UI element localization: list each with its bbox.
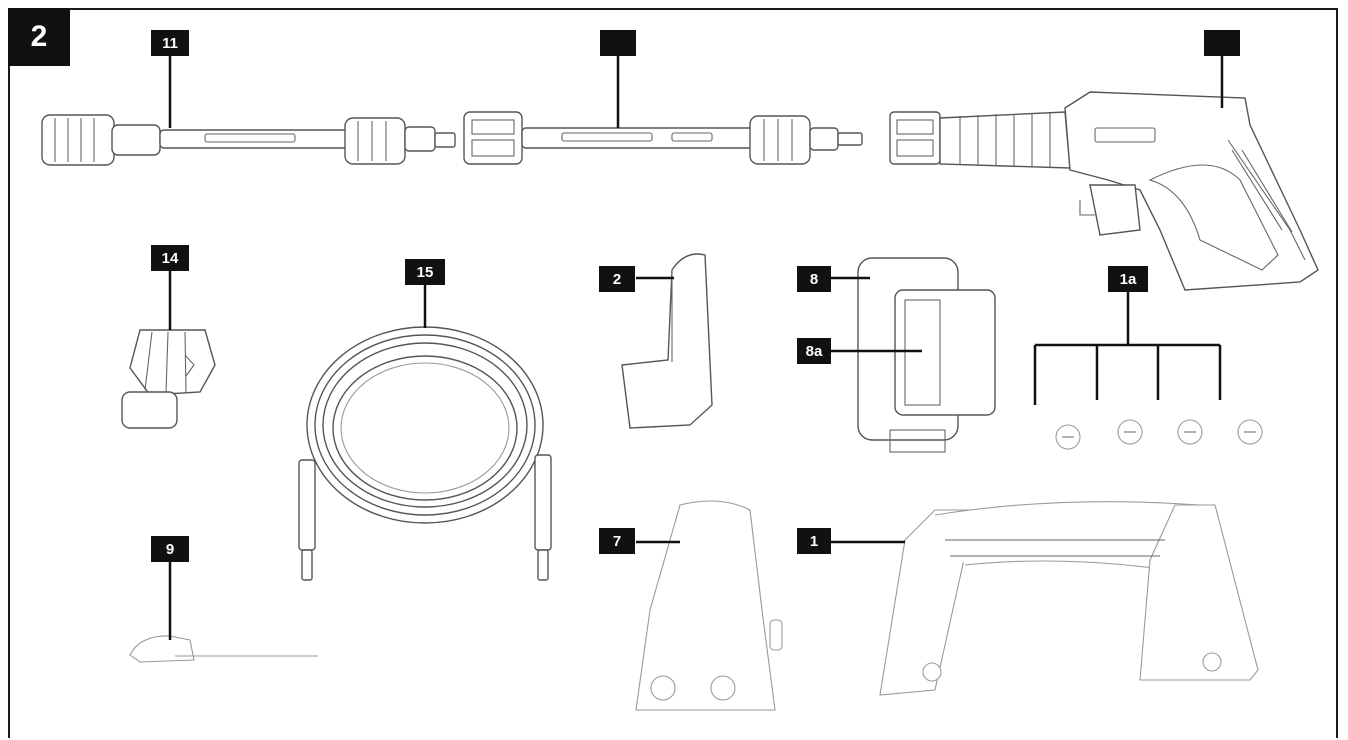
callout-14: 14 [151, 245, 189, 271]
leader-lines [168, 52, 1224, 640]
callout-11: 11 [151, 30, 189, 56]
callout-1a: 1a [1108, 266, 1148, 292]
cleaning-needle-part [129, 635, 318, 663]
callout-2: 2 [599, 266, 635, 292]
screws-part [1055, 419, 1263, 450]
callout-7: 7 [599, 528, 635, 554]
spray-gun-part [889, 91, 1319, 291]
callout-8a: 8a [797, 338, 831, 364]
callout-8: 8 [797, 266, 831, 292]
turbo-lance-part [41, 114, 456, 166]
hose-part [298, 326, 552, 581]
callout-9: 9 [151, 536, 189, 562]
standard-lance-part [463, 111, 863, 165]
callout-15: 15 [405, 259, 445, 285]
holder-8-part [857, 257, 996, 453]
holder-2-part [621, 253, 713, 429]
figure-number-badge: 2 [8, 8, 70, 66]
callout-lance [600, 30, 636, 56]
handle-part [879, 501, 1259, 696]
holder-7-part [635, 500, 783, 711]
callout-1: 1 [797, 528, 831, 554]
callout-spray-gun [1204, 30, 1240, 56]
foam-nozzle-part [121, 329, 216, 429]
